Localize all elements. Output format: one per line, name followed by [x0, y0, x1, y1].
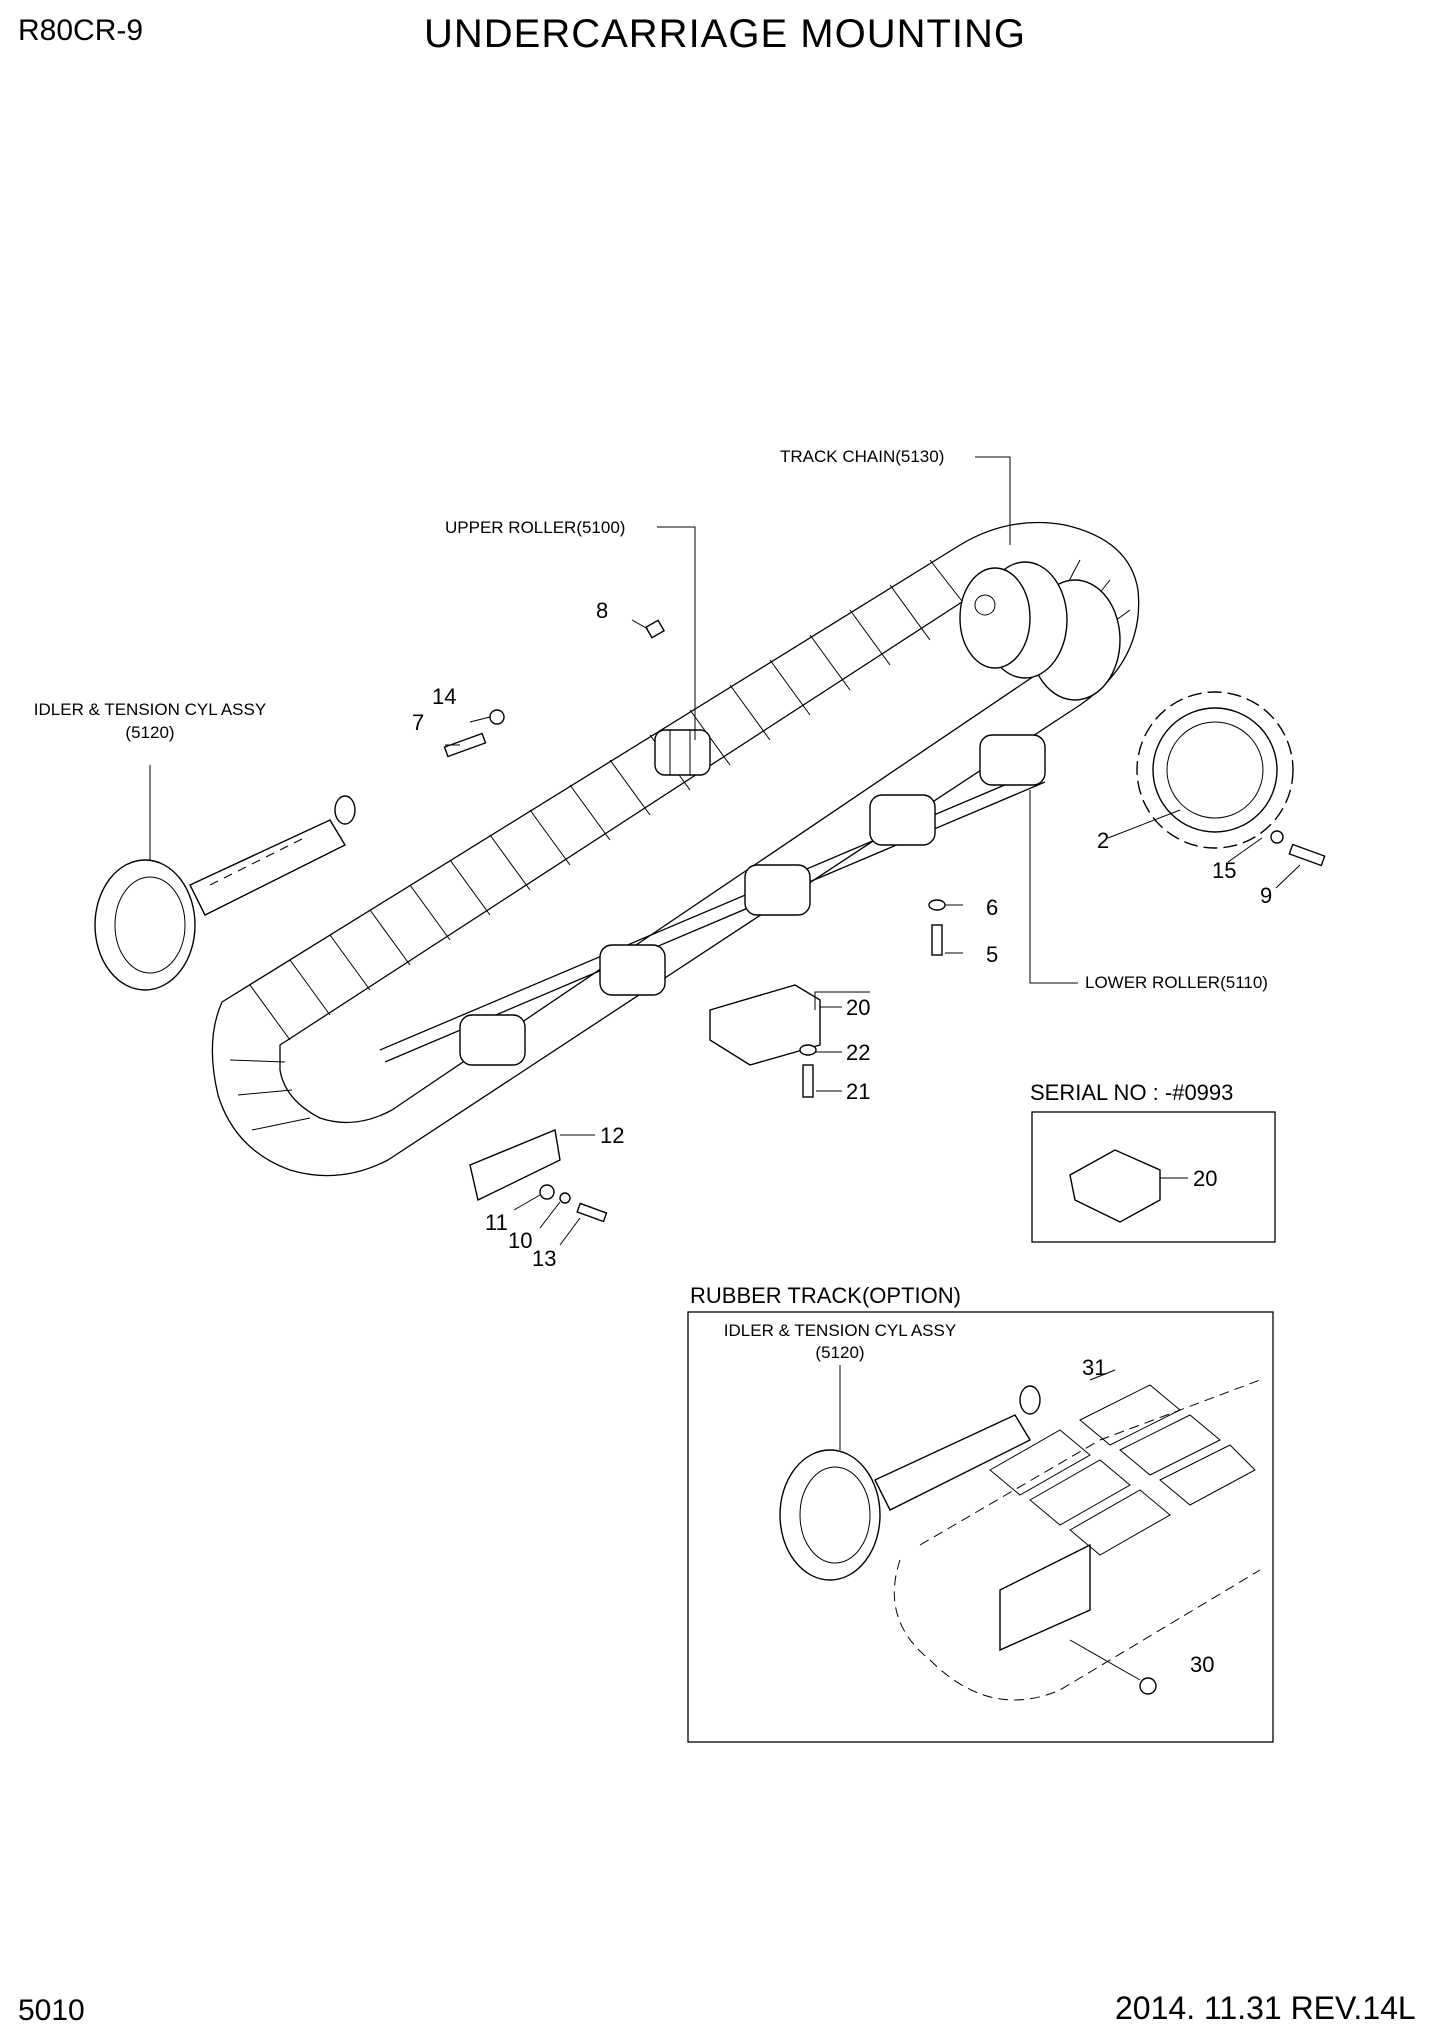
callout-12: 12 — [600, 1123, 624, 1148]
track-guard-drawing — [709, 984, 821, 1066]
track-chain-label: TRACK CHAIN(5130) — [780, 447, 944, 466]
callout-11: 11 — [485, 1210, 508, 1235]
callout-5: 5 — [986, 942, 998, 967]
idler-label-line1: IDLER & TENSION CYL ASSY — [34, 700, 266, 719]
callout-20: 20 — [846, 995, 870, 1020]
model-code: R80CR-9 — [18, 14, 144, 47]
lower-roller-label: LOWER ROLLER(5110) — [1085, 973, 1268, 992]
lower-rollers-drawing — [459, 734, 1046, 1066]
callout-14: 14 — [432, 684, 456, 709]
idler-tension-cyl-drawing — [94, 795, 356, 991]
page-number: 5010 — [18, 1994, 85, 2027]
leader-lines — [149, 456, 1301, 1246]
rubber-heading: RUBBER TRACK(OPTION) — [690, 1283, 961, 1308]
callout-10: 10 — [508, 1228, 532, 1253]
bracket-drawing — [469, 1129, 561, 1202]
callout-2: 2 — [1097, 828, 1109, 853]
serial-callout-20: 20 — [1193, 1166, 1217, 1191]
upper-roller-drawing — [654, 729, 711, 776]
callout-7: 7 — [412, 710, 424, 735]
callout-8: 8 — [596, 598, 608, 623]
page-title: UNDERCARRIAGE MOUNTING — [424, 12, 1027, 56]
rubber-callout-30: 30 — [1190, 1652, 1214, 1677]
callout-15: 15 — [1212, 858, 1236, 883]
callout-6: 6 — [986, 895, 998, 920]
rubber-callout-31: 31 — [1082, 1355, 1106, 1380]
hardware-drawing — [443, 619, 1326, 1223]
serial-inset: SERIAL NO : -#0993 20 — [1030, 1080, 1276, 1243]
rubber-idler-label-line1: IDLER & TENSION CYL ASSY — [724, 1321, 956, 1340]
rubber-track-inset: RUBBER TRACK(OPTION) IDLER & TENSION CYL… — [687, 1283, 1274, 1743]
callout-9: 9 — [1260, 883, 1272, 908]
idler-label-line2: (5120) — [125, 723, 174, 742]
travel-motor-drawing — [959, 561, 1121, 701]
track-chain-drawing — [211, 521, 1140, 1177]
sprocket-drawing — [1136, 691, 1294, 849]
serial-heading: SERIAL NO : -#0993 — [1030, 1080, 1233, 1105]
callout-22: 22 — [846, 1040, 870, 1065]
callout-21: 21 — [846, 1079, 870, 1104]
upper-roller-label: UPPER ROLLER(5100) — [445, 518, 625, 537]
rubber-idler-label-line2: (5120) — [815, 1343, 864, 1362]
revision-date: 2014. 11.31 REV.14L — [1115, 1990, 1416, 2026]
callout-13: 13 — [532, 1246, 556, 1271]
